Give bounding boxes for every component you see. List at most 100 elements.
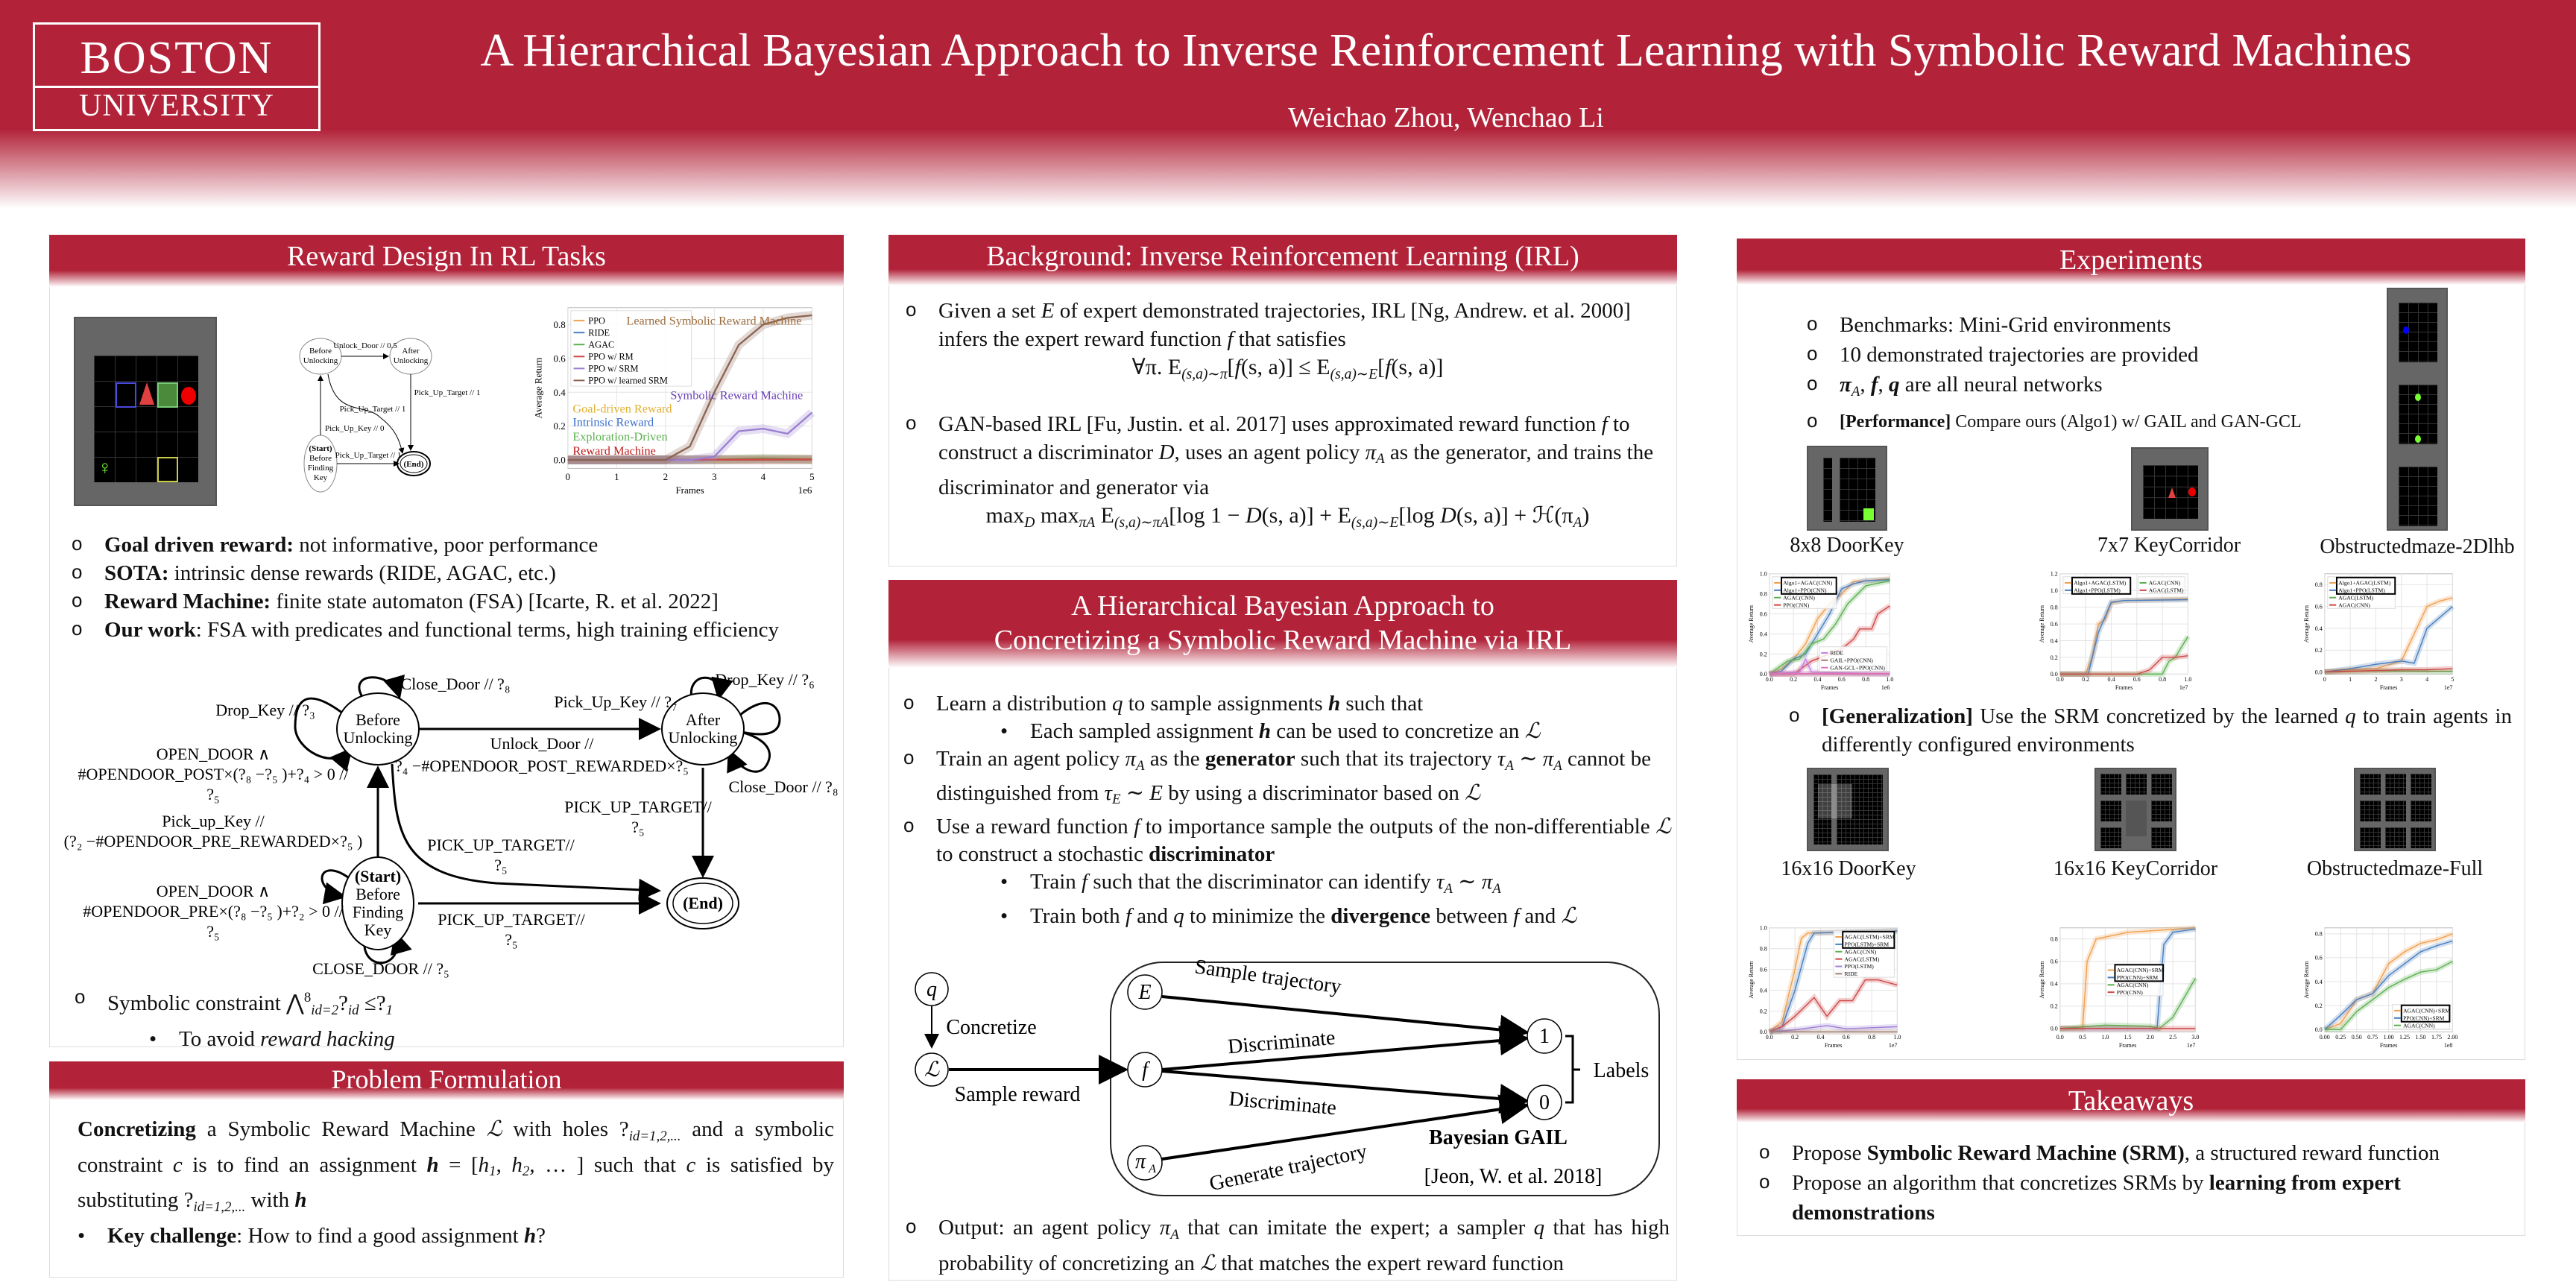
text-segment: 10 demonstrated trajectories are provide… — [1840, 343, 2199, 367]
text-segment: learning from expert demonstrations — [1792, 1171, 2401, 1225]
node-expert: E — [1137, 981, 1151, 1004]
legend-label: AGAC(CNN) — [2149, 580, 2181, 587]
x-tick-label: 0 — [2323, 676, 2326, 683]
section-title-line-2: Concretizing a Symbolic Reward Machine v… — [994, 625, 1572, 656]
x-tick-label: 1.0 — [1886, 676, 1893, 683]
legend-label: PPO(CNN) — [1783, 602, 1809, 608]
text-segment: (s,a)∼E — [1351, 515, 1399, 531]
x-tick-label: 1 — [614, 471, 619, 482]
node-label: Finding — [353, 903, 403, 921]
env-obstructedmaze-2dlhb-image — [2387, 288, 2448, 531]
section-title: Experiments — [1737, 239, 2525, 285]
y-axis-label: Average Return — [1748, 605, 1755, 643]
text-segment: ∼ — [1120, 780, 1150, 805]
text-segment: and — [1131, 903, 1174, 928]
text-segment: 8 — [303, 990, 312, 1006]
text-segment: D — [1440, 503, 1456, 528]
node-label: Key — [364, 921, 392, 939]
text-segment: Train both — [1030, 903, 1126, 928]
logo-line-2: UNIVERSITY — [79, 89, 274, 123]
x-scale-label: 1e6 — [1881, 684, 1890, 691]
text-segment: , — [496, 1152, 512, 1177]
env-caption: 16x16 DoorKey — [1781, 857, 1916, 880]
text-segment: such that the discriminator can identify — [1087, 870, 1436, 894]
approach-text: Learn a distribution q to sample assignm… — [903, 689, 1671, 930]
legend-label: PPO w/ learned SRM — [588, 376, 668, 386]
y-tick-label: 1.2 — [2051, 571, 2058, 578]
text-segment: q — [1533, 1216, 1545, 1240]
text-segment: Given a set — [938, 299, 1041, 323]
x-tick-label: 0.0 — [2056, 1034, 2064, 1041]
text-segment: q — [1889, 373, 1900, 397]
node-srm: ℒ — [924, 1058, 940, 1082]
minigrid-keycorridor-image: ♀ — [74, 317, 217, 506]
text-segment: to minimize the — [1184, 903, 1331, 928]
irl-equation: ∀π. E(s,a)∼π[f(s, a)] ≤ E(s,a)∼E[f(s, a)… — [906, 353, 1670, 389]
y-tick-label: 0.6 — [2315, 955, 2323, 962]
env-16x16-doorkey-image — [1807, 768, 1889, 851]
text-segment: f — [1870, 373, 1878, 397]
text-segment: Symbolic constraint ⋀ — [107, 991, 304, 1016]
section-title: Reward Design In RL Tasks — [49, 235, 844, 287]
text-segment: f — [1134, 815, 1140, 839]
bullet-trajectories: 10 demonstrated trajectories are provide… — [1807, 338, 2381, 370]
y-axis-label: Average Return — [2039, 961, 2045, 998]
text-segment: ℒ — [1655, 815, 1671, 839]
x-tick-label: 0.5 — [2079, 1034, 2086, 1041]
text-segment: that satisfies — [1233, 327, 1346, 351]
edge-label: Unlock_Door // — [490, 734, 595, 753]
edge-label: #OPENDOOR_POST×(?₈ −?₅ )+?₄ > 0 // — [78, 765, 350, 783]
text-segment: is satisfied by substituting ? — [78, 1152, 834, 1213]
x-axis-label: Frames — [1825, 1042, 1843, 1049]
env-caption: 8x8 DoorKey — [1790, 534, 1904, 557]
text-segment: 1 — [489, 1164, 496, 1180]
node-label: Before — [309, 347, 332, 356]
text-segment: is to find an assignment — [182, 1152, 427, 1177]
edge-label: Unlock_Door // 0.5 — [333, 341, 397, 350]
y-tick-label: 0.4 — [2051, 637, 2058, 644]
text-segment: q — [2345, 704, 2356, 728]
text-segment: f — [1125, 903, 1131, 928]
x-tick-label: 1.5 — [2124, 1034, 2132, 1041]
chart-annotation: Reward Machine — [572, 444, 655, 458]
y-tick-label: 0.4 — [1760, 631, 1767, 637]
legend-highlight-box — [2114, 964, 2165, 982]
legend-highlight-box — [2400, 1004, 2451, 1023]
x-tick-label: 0.50 — [2352, 1034, 2362, 1041]
text-segment: E — [1111, 792, 1121, 808]
y-tick-label: 0.8 — [2315, 581, 2323, 588]
y-tick-label: 0.4 — [2051, 981, 2058, 988]
edge-label: Pick_Up_Target // 1 — [414, 388, 481, 397]
y-tick-label: 0.0 — [2051, 1026, 2058, 1032]
node-label: Unlocking — [344, 728, 413, 747]
text-segment: π — [1481, 870, 1493, 894]
text-segment: of expert demonstrated trajectories, IRL… — [938, 299, 1631, 351]
text-segment: c — [172, 1152, 183, 1177]
edge-label: #OPENDOOR_PRE×(?₈ −?₅ )+?₂ > 0 // — [83, 902, 344, 921]
x-tick-label: 2 — [663, 471, 669, 482]
poster-title: A Hierarchical Bayesian Approach to Inve… — [480, 25, 2412, 76]
edge-label: ?₅ — [206, 785, 219, 804]
series-line-Algo1+AGAC(LSTM) — [2324, 597, 2453, 673]
text-segment: ℒ — [1524, 719, 1541, 743]
background-text: Given a set E of expert demonstrated tra… — [906, 295, 1670, 537]
x-tick-label: 2.5 — [2169, 1034, 2176, 1041]
y-tick-label: 0.8 — [2051, 604, 2058, 610]
legend-label: RIDE — [1830, 650, 1843, 657]
text-segment: Compare ours (Algo1) w/ GAIL and GAN-GCL — [1951, 411, 2302, 432]
bullet-our-work: Our work: FSA with predicates and functi… — [72, 614, 836, 644]
edge-label: Close_Door // ?₈ — [401, 675, 511, 693]
edge-label: (?₂ −#OPENDOOR_PRE_REWARDED×?₅ ) — [64, 832, 363, 850]
series-line-AGAC(CNN) — [2324, 961, 2453, 1030]
text-segment: h — [524, 1223, 537, 1248]
series-line-PPO(CNN)+SRM — [2324, 940, 2453, 1030]
x-tick-label: 0.8 — [1868, 1034, 1875, 1041]
series-line-PPO(CNN) — [1769, 605, 1890, 675]
legend-box — [1819, 646, 1887, 672]
text-segment: (s, a)] + ℋ(π — [1456, 503, 1573, 528]
edge-label: ?₄ −#OPENDOOR_POST_REWARDED×?₅ — [395, 757, 689, 775]
legend-label: Algo1+AGAC(CNN) — [1783, 580, 1832, 587]
x-axis-label: Frames — [675, 484, 704, 496]
legend-label: Algo1+PPO(LSTM) — [2338, 587, 2385, 594]
legend-label: PPO(LSTM) — [1845, 963, 1875, 970]
